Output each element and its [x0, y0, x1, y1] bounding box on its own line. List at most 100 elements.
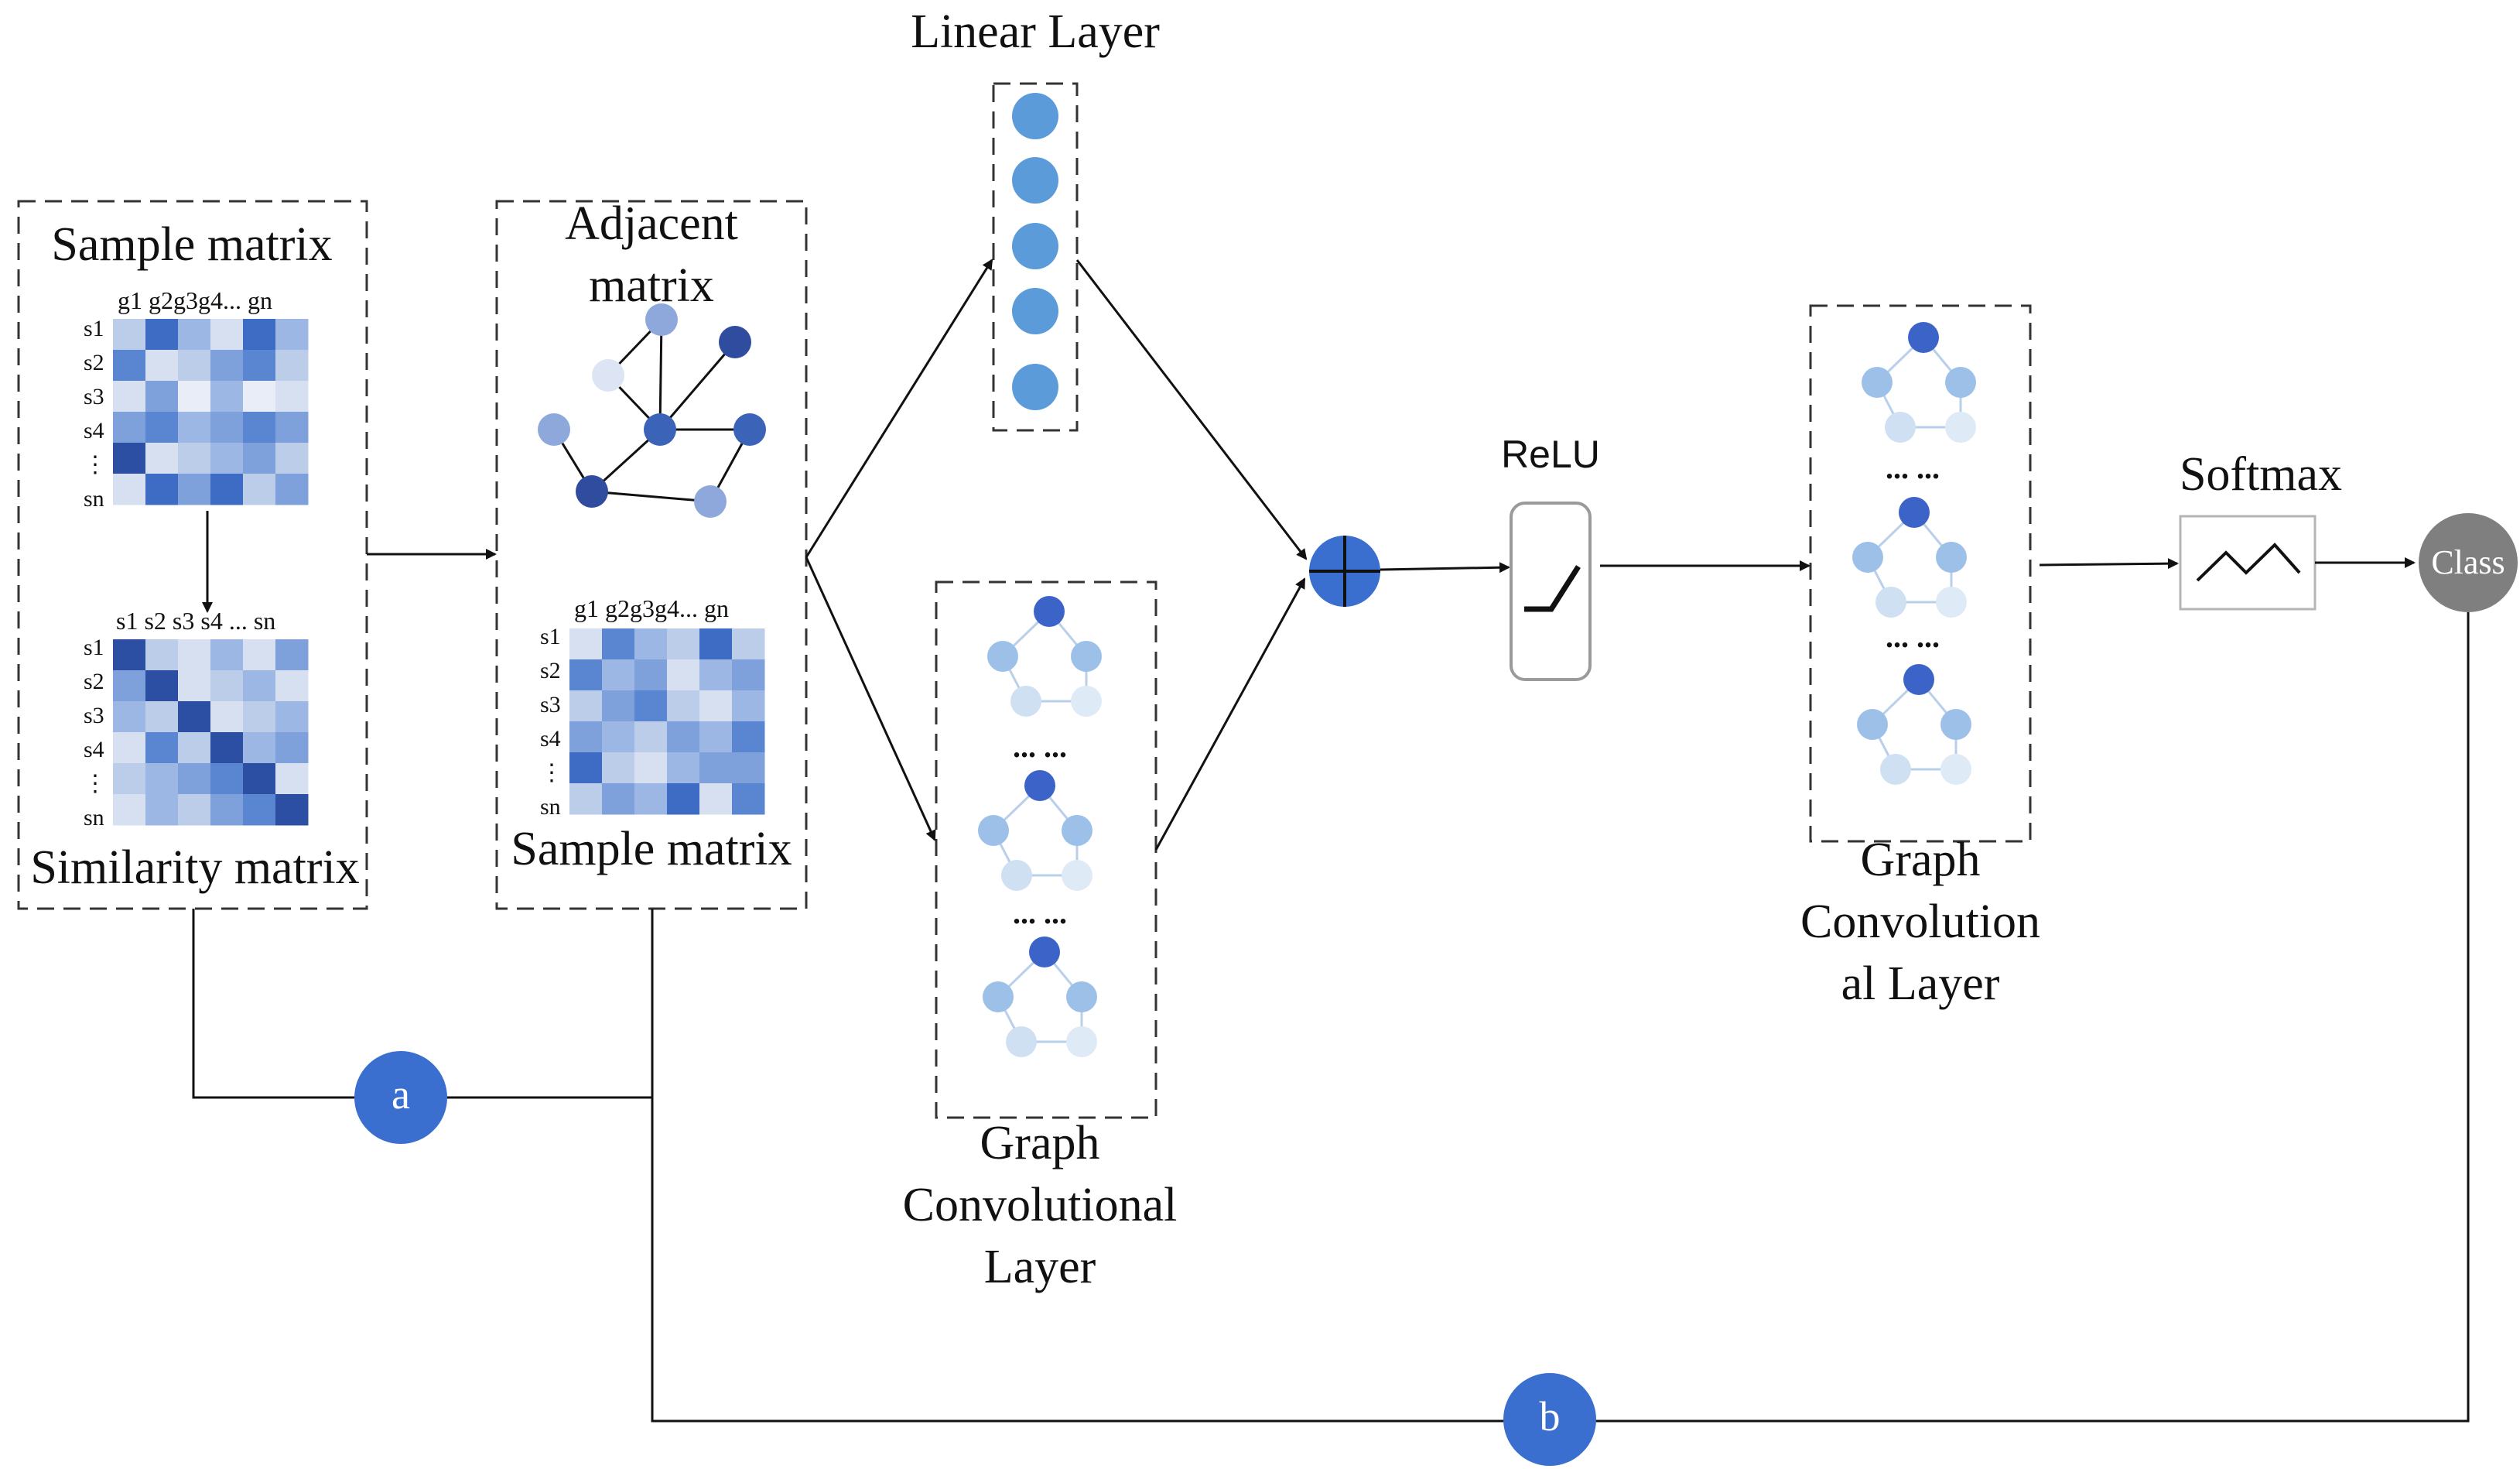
heatmap-cell [634, 690, 668, 722]
heatmap-cell [602, 783, 635, 815]
mini-graph-node [1001, 860, 1032, 891]
heatmap-cell [634, 752, 668, 784]
heatmap-cell [113, 443, 146, 474]
mini-graph-node [1010, 686, 1041, 717]
heatmap-cell [178, 732, 211, 764]
sum-node [1309, 536, 1380, 607]
mini-graph-node [1857, 709, 1888, 740]
heatmap-cell [210, 350, 244, 382]
sample-matrix-col-labels: g1 g2g3g4... gn [118, 286, 272, 314]
path-b-connector [651, 612, 2470, 1423]
gcl-2-title-3: al Layer [1841, 957, 2000, 1010]
arrow-linear-to-sum [1075, 259, 1308, 560]
heatmap-cell [569, 659, 603, 691]
matrix-row-label: sn [84, 805, 104, 830]
class-label: Class [2431, 543, 2505, 581]
mini-graph-node [1885, 412, 1916, 443]
sample-matrix-2-title: Sample matrix [511, 823, 792, 875]
heatmap-cell [113, 670, 146, 702]
heatmap-cell [275, 732, 309, 764]
path-b-node [1503, 1373, 1596, 1466]
heatmap-cell [634, 659, 668, 691]
path-b-label: b [1539, 1393, 1561, 1440]
heatmap-cell [732, 690, 765, 722]
mini-graph-node [1862, 367, 1893, 398]
heatmap-cell [113, 319, 146, 351]
heatmap-cell [210, 701, 244, 733]
heatmap-cell [113, 794, 146, 826]
matrix-row-label: ⋮ [84, 771, 107, 796]
heatmap-cell [178, 701, 211, 733]
heatmap-cell [275, 701, 309, 733]
heatmap-cell [275, 670, 309, 702]
relu-label: ReLU [1501, 433, 1600, 476]
heatmap-cell [210, 670, 244, 702]
heatmap-cell [113, 701, 146, 733]
neuron [1012, 223, 1058, 269]
heatmap-cell [667, 690, 700, 722]
input-box [17, 200, 368, 910]
heatmap-cell [178, 474, 211, 505]
heatmap-cell [210, 763, 244, 795]
neuron [1012, 157, 1058, 204]
mini-graph-node [978, 815, 1009, 846]
heatmap-cell [178, 794, 211, 826]
gcl-1-ellipsis-2: ... ... [1013, 895, 1067, 930]
heatmap-cell [145, 350, 179, 382]
heatmap-cell [113, 412, 146, 443]
neuron [1012, 93, 1058, 139]
gcl-1-box [935, 580, 1157, 1119]
heatmap-cell [210, 443, 244, 474]
heatmap-cell [275, 443, 309, 474]
heatmap-cell [243, 794, 276, 826]
heatmap-cell [243, 639, 276, 671]
gcl-1-title-2: Convolutional [902, 1179, 1178, 1231]
matrix-row-label: ⋮ [540, 760, 563, 786]
matrix-row-label: s4 [84, 737, 104, 762]
heatmap-cell [113, 763, 146, 795]
heatmap-cell [732, 783, 765, 815]
heatmap-cell [243, 670, 276, 702]
relu-block [1510, 502, 1592, 681]
arrow-gcl1-to-sum [1154, 577, 1306, 851]
gcl-2-ellipsis-1: ... ... [1886, 450, 1940, 485]
heatmap-cell [178, 381, 211, 413]
mini-graph-node [1006, 1026, 1037, 1057]
arrow-to-gcl-1 [805, 556, 936, 841]
heatmap-cell [699, 783, 733, 815]
heatmap-cell [113, 474, 146, 505]
matrix-row-label: s4 [540, 726, 561, 752]
heatmap-cell [275, 474, 309, 505]
heatmap-cell [275, 381, 309, 413]
matrix-row-label: s4 [84, 418, 104, 443]
heatmap-cell [178, 670, 211, 702]
heatmap-cell [732, 752, 765, 784]
heatmap-cell [275, 350, 309, 382]
mini-graph-node [1852, 542, 1883, 573]
path-a-node [354, 1051, 447, 1144]
heatmap-cell [667, 628, 700, 660]
mini-graph-node [1908, 322, 1939, 353]
path-a-label: a [392, 1071, 410, 1118]
mini-graph-node [1945, 367, 1976, 398]
adjacent-matrix-title-1: Adjacent [565, 197, 738, 250]
heatmap-cell [602, 690, 635, 722]
sample-matrix-title: Sample matrix [51, 218, 333, 271]
similarity-matrix-col-labels: s1 s2 s3 s4 ... sn [116, 607, 276, 635]
heatmap-cell [569, 721, 603, 753]
heatmap-cell [145, 319, 179, 351]
matrix-row-label: s3 [84, 703, 104, 728]
matrix-row-label: s2 [84, 669, 104, 694]
heatmap-cell [145, 701, 179, 733]
matrix-row-label: sn [84, 486, 104, 512]
mini-graph-node [1903, 664, 1934, 695]
mini-graph-node [1034, 596, 1065, 627]
heatmap-cell [178, 319, 211, 351]
linear-layer-title: Linear Layer [911, 5, 1160, 58]
heatmap-cell [732, 721, 765, 753]
heatmap-cell [210, 381, 244, 413]
heatmap-cell [178, 763, 211, 795]
arrow-sum-to-relu [1380, 562, 1510, 574]
linear-layer-box [992, 82, 1079, 432]
